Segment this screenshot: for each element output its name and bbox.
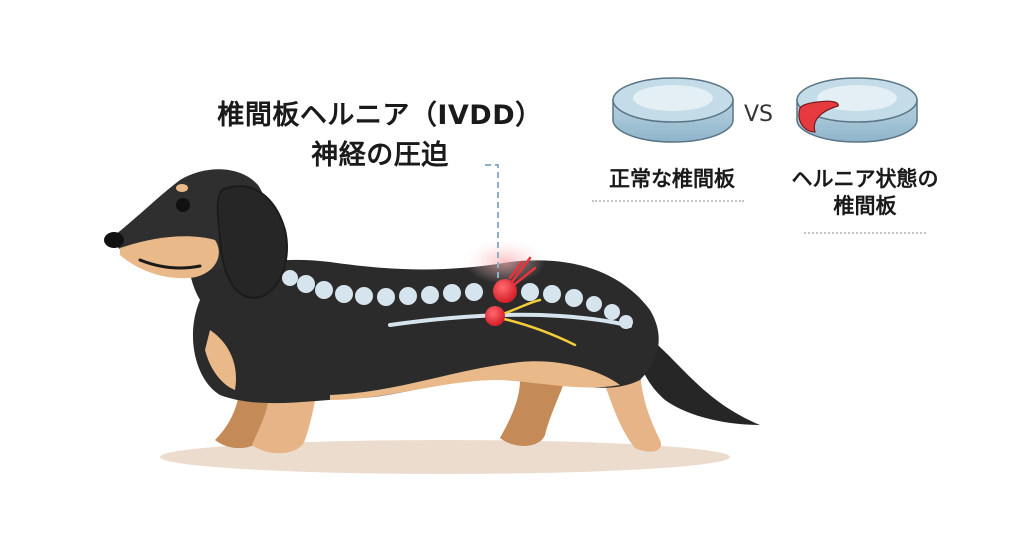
herniated-disc-icon	[796, 77, 918, 143]
tail	[636, 330, 760, 425]
ground-shadow	[160, 440, 730, 474]
normal-disc-divider	[592, 200, 744, 202]
nose	[104, 232, 124, 248]
herniated-disc-label: ヘルニア状態の 椎間板	[770, 166, 960, 220]
eyebrow-spot	[176, 184, 188, 192]
back-leg-front	[500, 380, 565, 446]
vs-label: VS	[744, 102, 774, 127]
mouth	[138, 258, 202, 270]
nerve-roots	[498, 298, 577, 347]
compression-point-lower	[485, 306, 505, 326]
herniated-disc-label-line-1: ヘルニア状態の	[791, 167, 939, 191]
herniated-disc-label-line-2: 椎間板	[833, 194, 897, 218]
compression-point-upper	[493, 279, 517, 303]
herniated-disc-divider	[804, 232, 926, 234]
normal-disc-icon	[612, 77, 734, 143]
chest	[205, 330, 236, 390]
pointer-line	[485, 164, 499, 280]
spinal-cord	[388, 312, 632, 328]
vertebrae	[282, 270, 633, 329]
eye	[176, 198, 190, 212]
pain-glow	[465, 240, 545, 284]
normal-disc-label: 正常な椎間板	[609, 167, 735, 191]
pain-arrow-icon	[508, 256, 537, 286]
title-line-2: 神経の圧迫	[311, 140, 449, 171]
belly	[330, 361, 620, 400]
ear	[216, 185, 288, 300]
page-title: 椎間板ヘルニア（IVDD） 神経の圧迫	[180, 96, 580, 176]
title-line-1: 椎間板ヘルニア（IVDD）	[217, 100, 543, 131]
